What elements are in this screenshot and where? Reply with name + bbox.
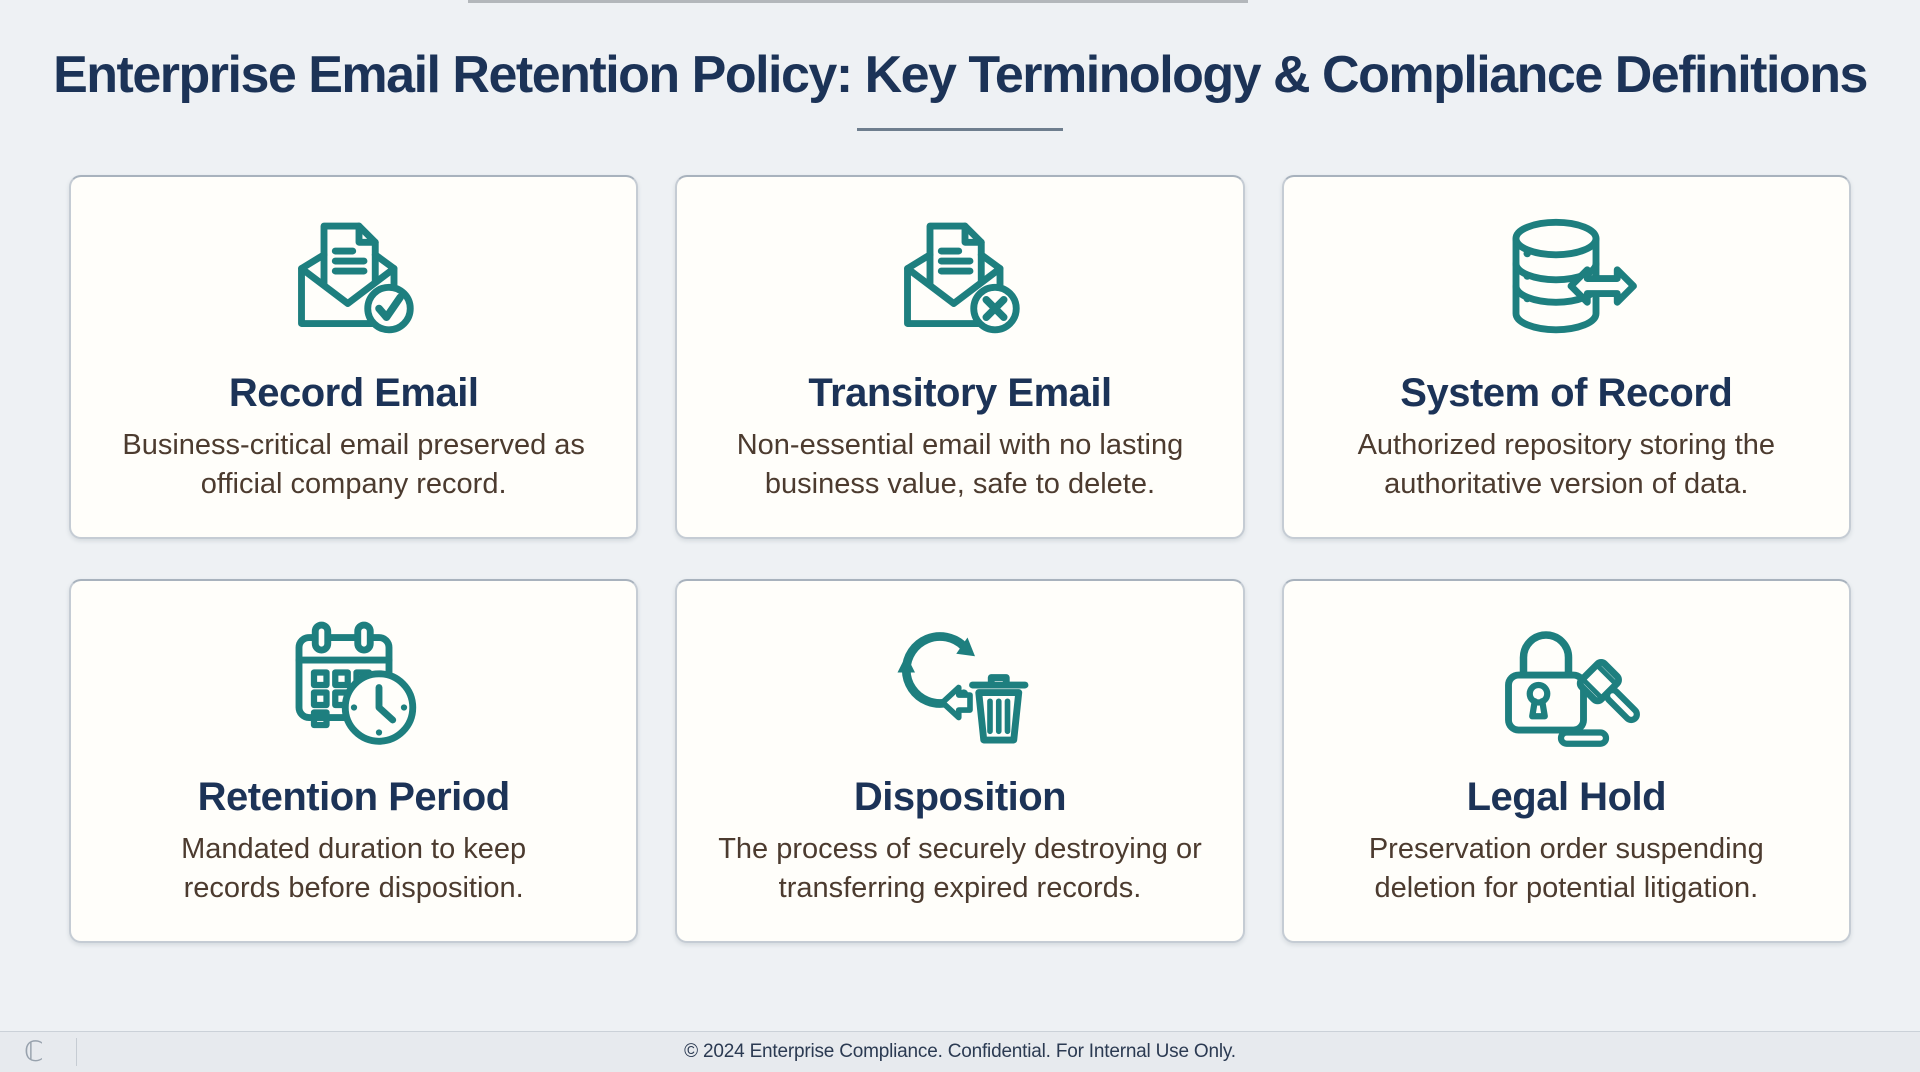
card-disposition: Disposition The process of securely dest… (675, 579, 1245, 944)
card-description: Preservation order suspending deletion f… (1368, 833, 1764, 905)
card-retention-period: Retention Period Mandated duration to ke… (69, 579, 639, 944)
title-underline (857, 128, 1063, 132)
window-top-edge (468, 0, 1248, 3)
card-legal-hold: Legal Hold Preservation order suspending… (1281, 579, 1851, 944)
card-description: The process of securely destroying or tr… (718, 833, 1202, 905)
card-description: Business-critical email preserved as off… (122, 429, 585, 501)
card-title: Transitory Email (808, 371, 1112, 416)
footer-copyright: © 2024 Enterprise Compliance. Confidenti… (684, 1041, 1236, 1062)
card-description: Mandated duration to keep records before… (181, 833, 527, 905)
card-title: Retention Period (197, 775, 511, 820)
footer-divider (76, 1038, 77, 1066)
page-title: Enterprise Email Retention Policy: Key T… (53, 46, 1868, 104)
card-system-of-record: System of Record Authorized repository s… (1281, 175, 1851, 540)
compliance-logo-icon: ℂ (24, 1035, 44, 1068)
page-header: Enterprise Email Retention Policy: Key T… (0, 0, 1920, 132)
card-title: System of Record (1400, 371, 1733, 416)
recycle-trash-icon (677, 609, 1242, 761)
card-transitory-email: Transitory Email Non-essential email wit… (675, 175, 1245, 540)
card-title: Record Email (228, 371, 479, 416)
card-description: Non-essential email with no lasting busi… (736, 429, 1184, 501)
card-title: Legal Hold (1466, 775, 1667, 820)
padlock-gavel-icon (1284, 609, 1849, 761)
card-description: Authorized repository storing the author… (1357, 429, 1776, 501)
card-title: Disposition (853, 775, 1067, 820)
envelope-document-check-icon (71, 205, 636, 357)
card-record-email: Record Email Business-critical email pre… (69, 175, 639, 540)
calendar-clock-icon (71, 609, 636, 761)
database-sync-arrows-icon (1284, 205, 1849, 357)
definition-card-grid: Record Email Business-critical email pre… (69, 175, 1851, 944)
envelope-document-x-icon (677, 205, 1242, 357)
footer-bar: ℂ © 2024 Enterprise Compliance. Confiden… (0, 1031, 1920, 1072)
